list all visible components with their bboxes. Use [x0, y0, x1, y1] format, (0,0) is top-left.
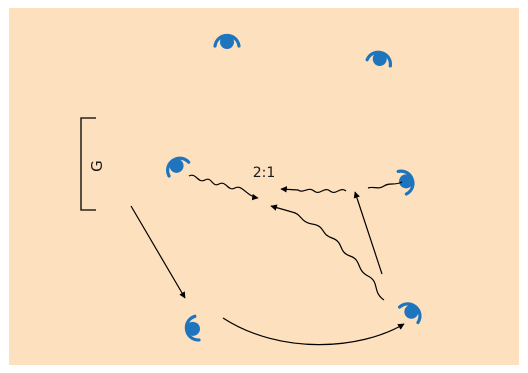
pass-arrow [130, 205, 186, 299]
dribble-arrow [367, 181, 403, 189]
ratio-label: 2:1 [253, 165, 276, 181]
goal-bracket [80, 117, 96, 211]
pass-arrow [353, 191, 383, 275]
dribble-arrow [270, 204, 385, 301]
field-background [9, 8, 519, 365]
run-arrow [222, 317, 405, 346]
dribble-arrow [188, 174, 259, 201]
goal-label: G [88, 160, 106, 172]
dribble-arrow [280, 186, 347, 194]
